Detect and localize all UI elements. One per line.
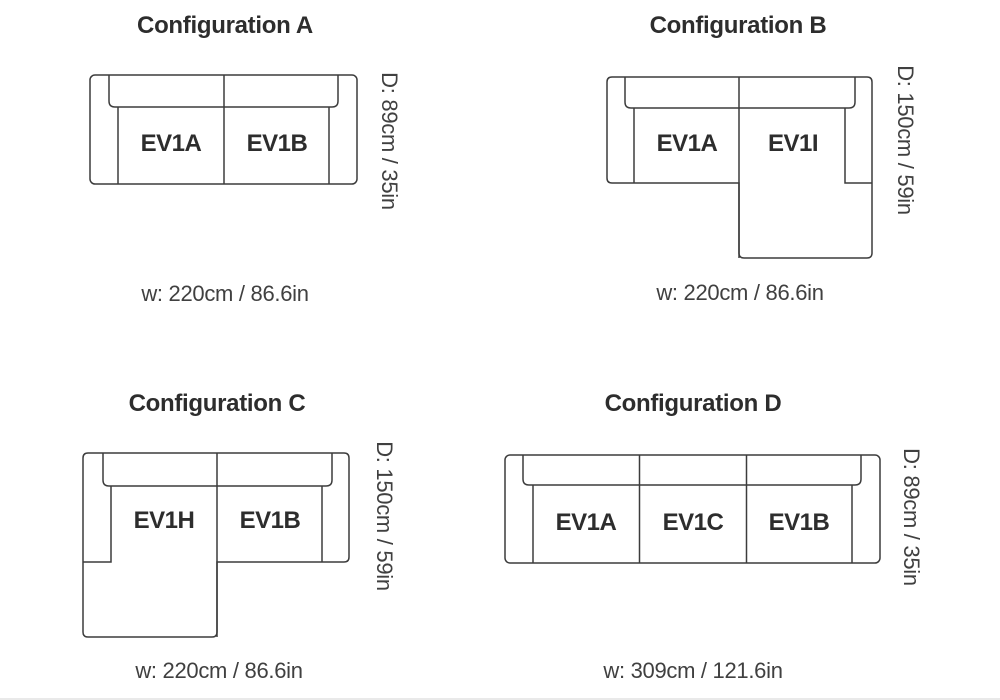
config-b-title: Configuration B [649,12,827,39]
config-c-depth-label: D: 150cm / 59in [372,441,397,591]
config-d-outline [504,454,881,564]
config-c-width-label: w: 220cm / 86.6in [135,658,303,683]
config-b-depth-label: D: 150cm / 59in [893,65,918,215]
config-d-backrest [522,455,862,486]
config-a-module-label: EV1B [246,130,308,157]
config-b-module-label: EV1A [656,130,718,157]
config-c-title: Configuration C [128,390,306,417]
config-a-width-label: w: 220cm / 86.6in [141,281,309,306]
config-a-drawing [89,74,358,185]
config-b-drawing [606,76,873,259]
config-c-module-label: EV1H [133,507,195,534]
config-d-depth-label: D: 89cm / 35in [899,448,924,586]
config-b-armrest-right [844,108,872,184]
config-c-module-label: EV1B [239,507,301,534]
config-d-module-label: EV1B [768,509,830,536]
config-b-outline [606,76,873,259]
config-a-depth-label: D: 89cm / 35in [377,72,402,210]
config-c-outline [82,452,350,638]
bottom-edge-line [0,698,1000,700]
config-c-armrest-left [83,486,112,563]
config-a-title: Configuration A [137,12,313,39]
config-b-width-label: w: 220cm / 86.6in [656,280,824,305]
config-b-backrest [624,77,856,109]
config-d-module-label: EV1A [555,509,617,536]
config-a-module-label: EV1A [140,130,202,157]
config-d-drawing [504,454,881,564]
config-d-width-label: w: 309cm / 121.6in [603,658,783,683]
config-d-title: Configuration D [604,390,782,417]
config-b-module-label: EV1I [767,130,819,157]
config-c-drawing [82,452,350,638]
config-d-module-label: EV1C [662,509,724,536]
